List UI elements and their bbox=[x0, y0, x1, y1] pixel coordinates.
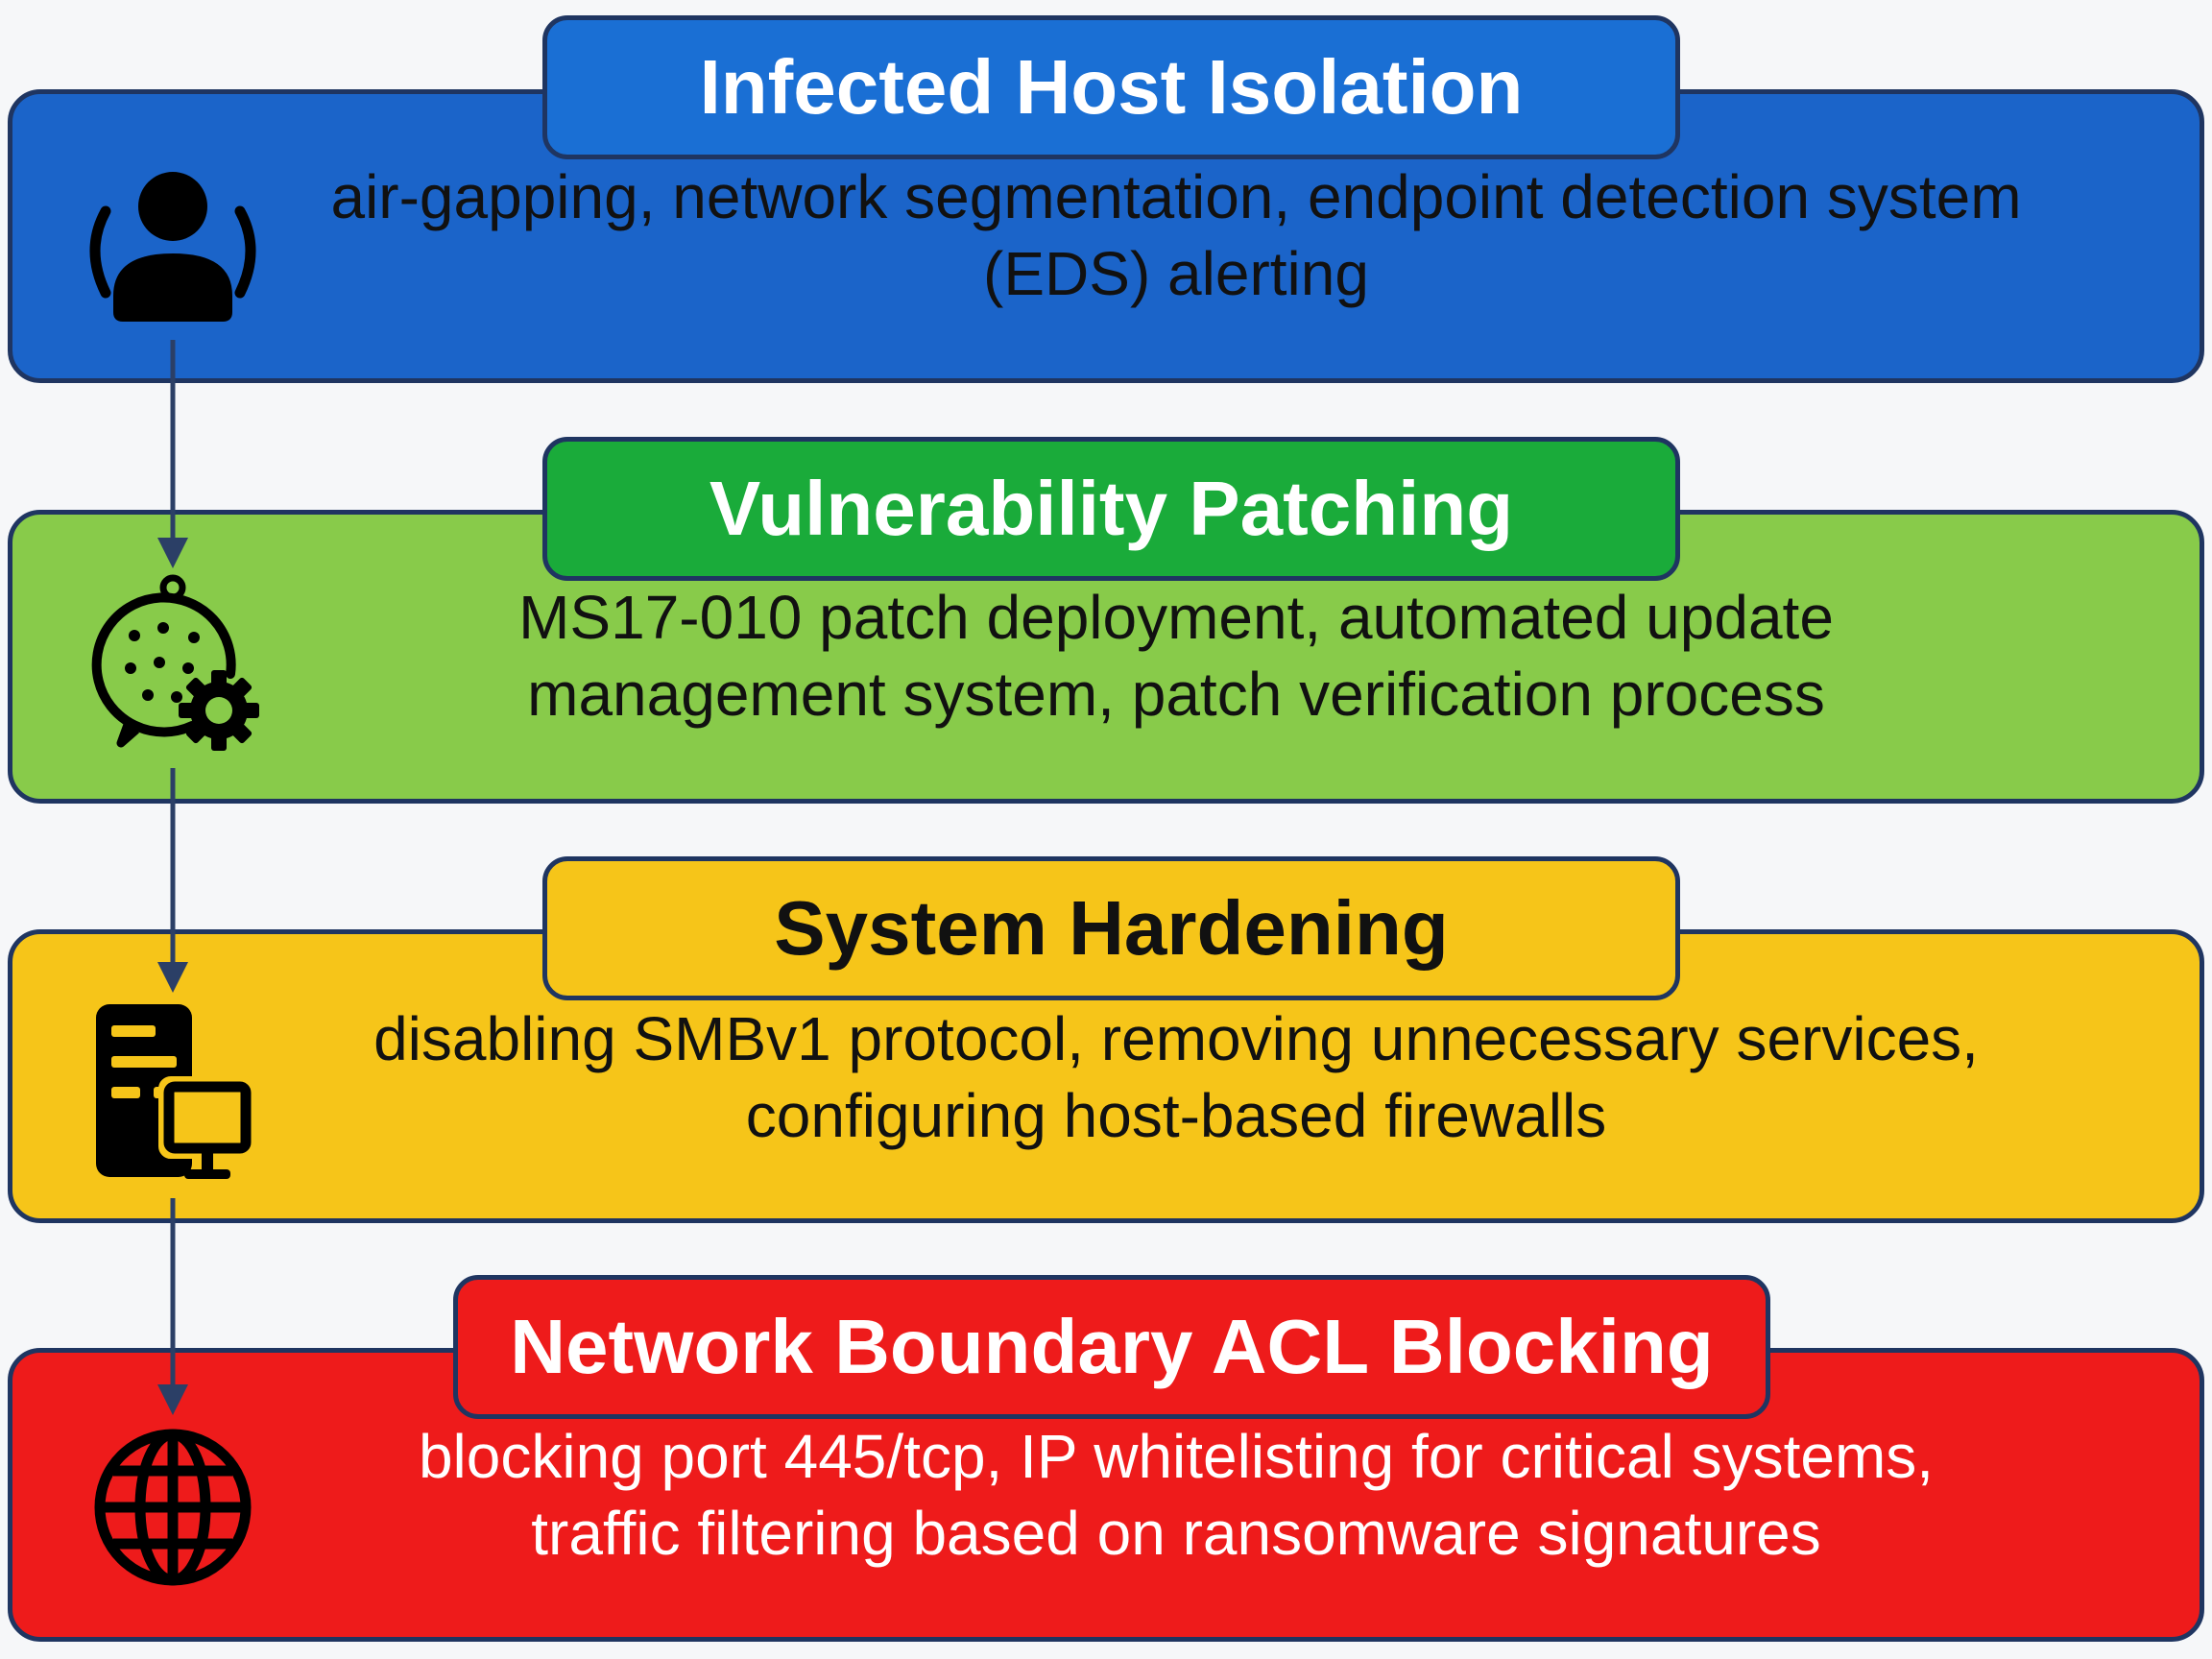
description-line: configuring host-based firewalls bbox=[745, 1081, 1607, 1150]
layer-title-system-hardening: System Hardening bbox=[542, 856, 1680, 1000]
globe-icon bbox=[94, 1429, 252, 1586]
layer-description-acl-blocking: blocking port 445/tcp, IP whitelisting f… bbox=[307, 1394, 2045, 1596]
bug-gear-icon bbox=[91, 574, 259, 751]
layer-title-acl-blocking: Network Boundary ACL Blocking bbox=[453, 1275, 1770, 1419]
description-line: (EDS) alerting bbox=[983, 239, 1369, 308]
description-line: disabling SMBv1 protocol, removing unnec… bbox=[373, 1004, 1979, 1073]
description-line: air-gapping, network segmentation, endpo… bbox=[330, 162, 2022, 231]
user-monitoring-icon bbox=[89, 172, 256, 322]
flow-arrow-3-to-4 bbox=[157, 1198, 188, 1415]
description-line: blocking port 445/tcp, IP whitelisting f… bbox=[418, 1422, 1935, 1491]
layer-title-host-isolation: Infected Host Isolation bbox=[542, 15, 1680, 159]
flow-arrow-2-to-3 bbox=[157, 768, 188, 993]
layer-description-system-hardening: disabling SMBv1 protocol, removing unnec… bbox=[307, 976, 2045, 1178]
flow-arrow-1-to-2 bbox=[157, 340, 188, 568]
layer-description-vulnerability-patching: MS17-010 patch deployment, automated upd… bbox=[307, 555, 2045, 757]
description-line: traffic filtering based on ransomware si… bbox=[531, 1499, 1821, 1568]
layer-description-host-isolation: air-gapping, network segmentation, endpo… bbox=[307, 134, 2045, 336]
server-monitor-icon bbox=[96, 1004, 256, 1179]
layer-title-vulnerability-patching: Vulnerability Patching bbox=[542, 437, 1680, 581]
description-line: management system, patch verification pr… bbox=[527, 660, 1825, 729]
description-line: MS17-010 patch deployment, automated upd… bbox=[518, 583, 1834, 652]
